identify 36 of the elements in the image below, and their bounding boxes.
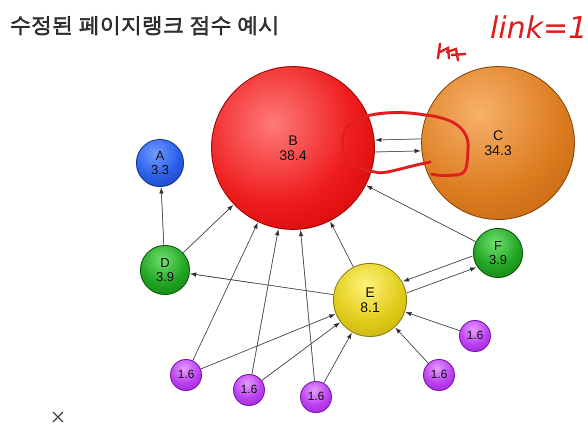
node-label: 1.6 [466,329,484,343]
node-label: D [160,256,170,270]
node-label: E [365,284,375,300]
arrow [182,204,234,254]
arrow [366,185,476,242]
node-label: 3.9 [156,270,174,284]
arrow [395,328,429,364]
arrow [190,272,334,295]
arrow [200,314,336,370]
arrow [406,267,476,294]
arrow [298,230,315,382]
node-label: 1.6 [240,383,258,397]
node-label: C [492,128,504,143]
node-label: A [156,148,164,163]
arrow [261,322,340,381]
arrow [330,222,354,268]
arrow [374,148,421,154]
node-label: 1.6 [430,368,448,382]
title: 수정된 페이지랭크 점수 예시 [10,13,280,39]
node-label: 34.3 [484,143,512,158]
arrow [406,312,460,332]
node-label: 3.3 [150,163,170,178]
arrow [403,256,473,282]
node-label: B [288,132,298,148]
node-label: 1.6 [308,390,324,404]
arrow [252,229,280,375]
handwritten-note: link=1 [490,14,588,44]
node-label: 8.1 [360,300,380,316]
node-label: 3.9 [488,253,508,268]
node-label: 1.6 [178,368,194,382]
arrow [192,222,258,361]
arrow [375,138,422,142]
node-label: F [494,238,502,253]
arrow [323,332,352,384]
arrow [159,188,164,246]
node-label: 38.4 [279,148,307,164]
